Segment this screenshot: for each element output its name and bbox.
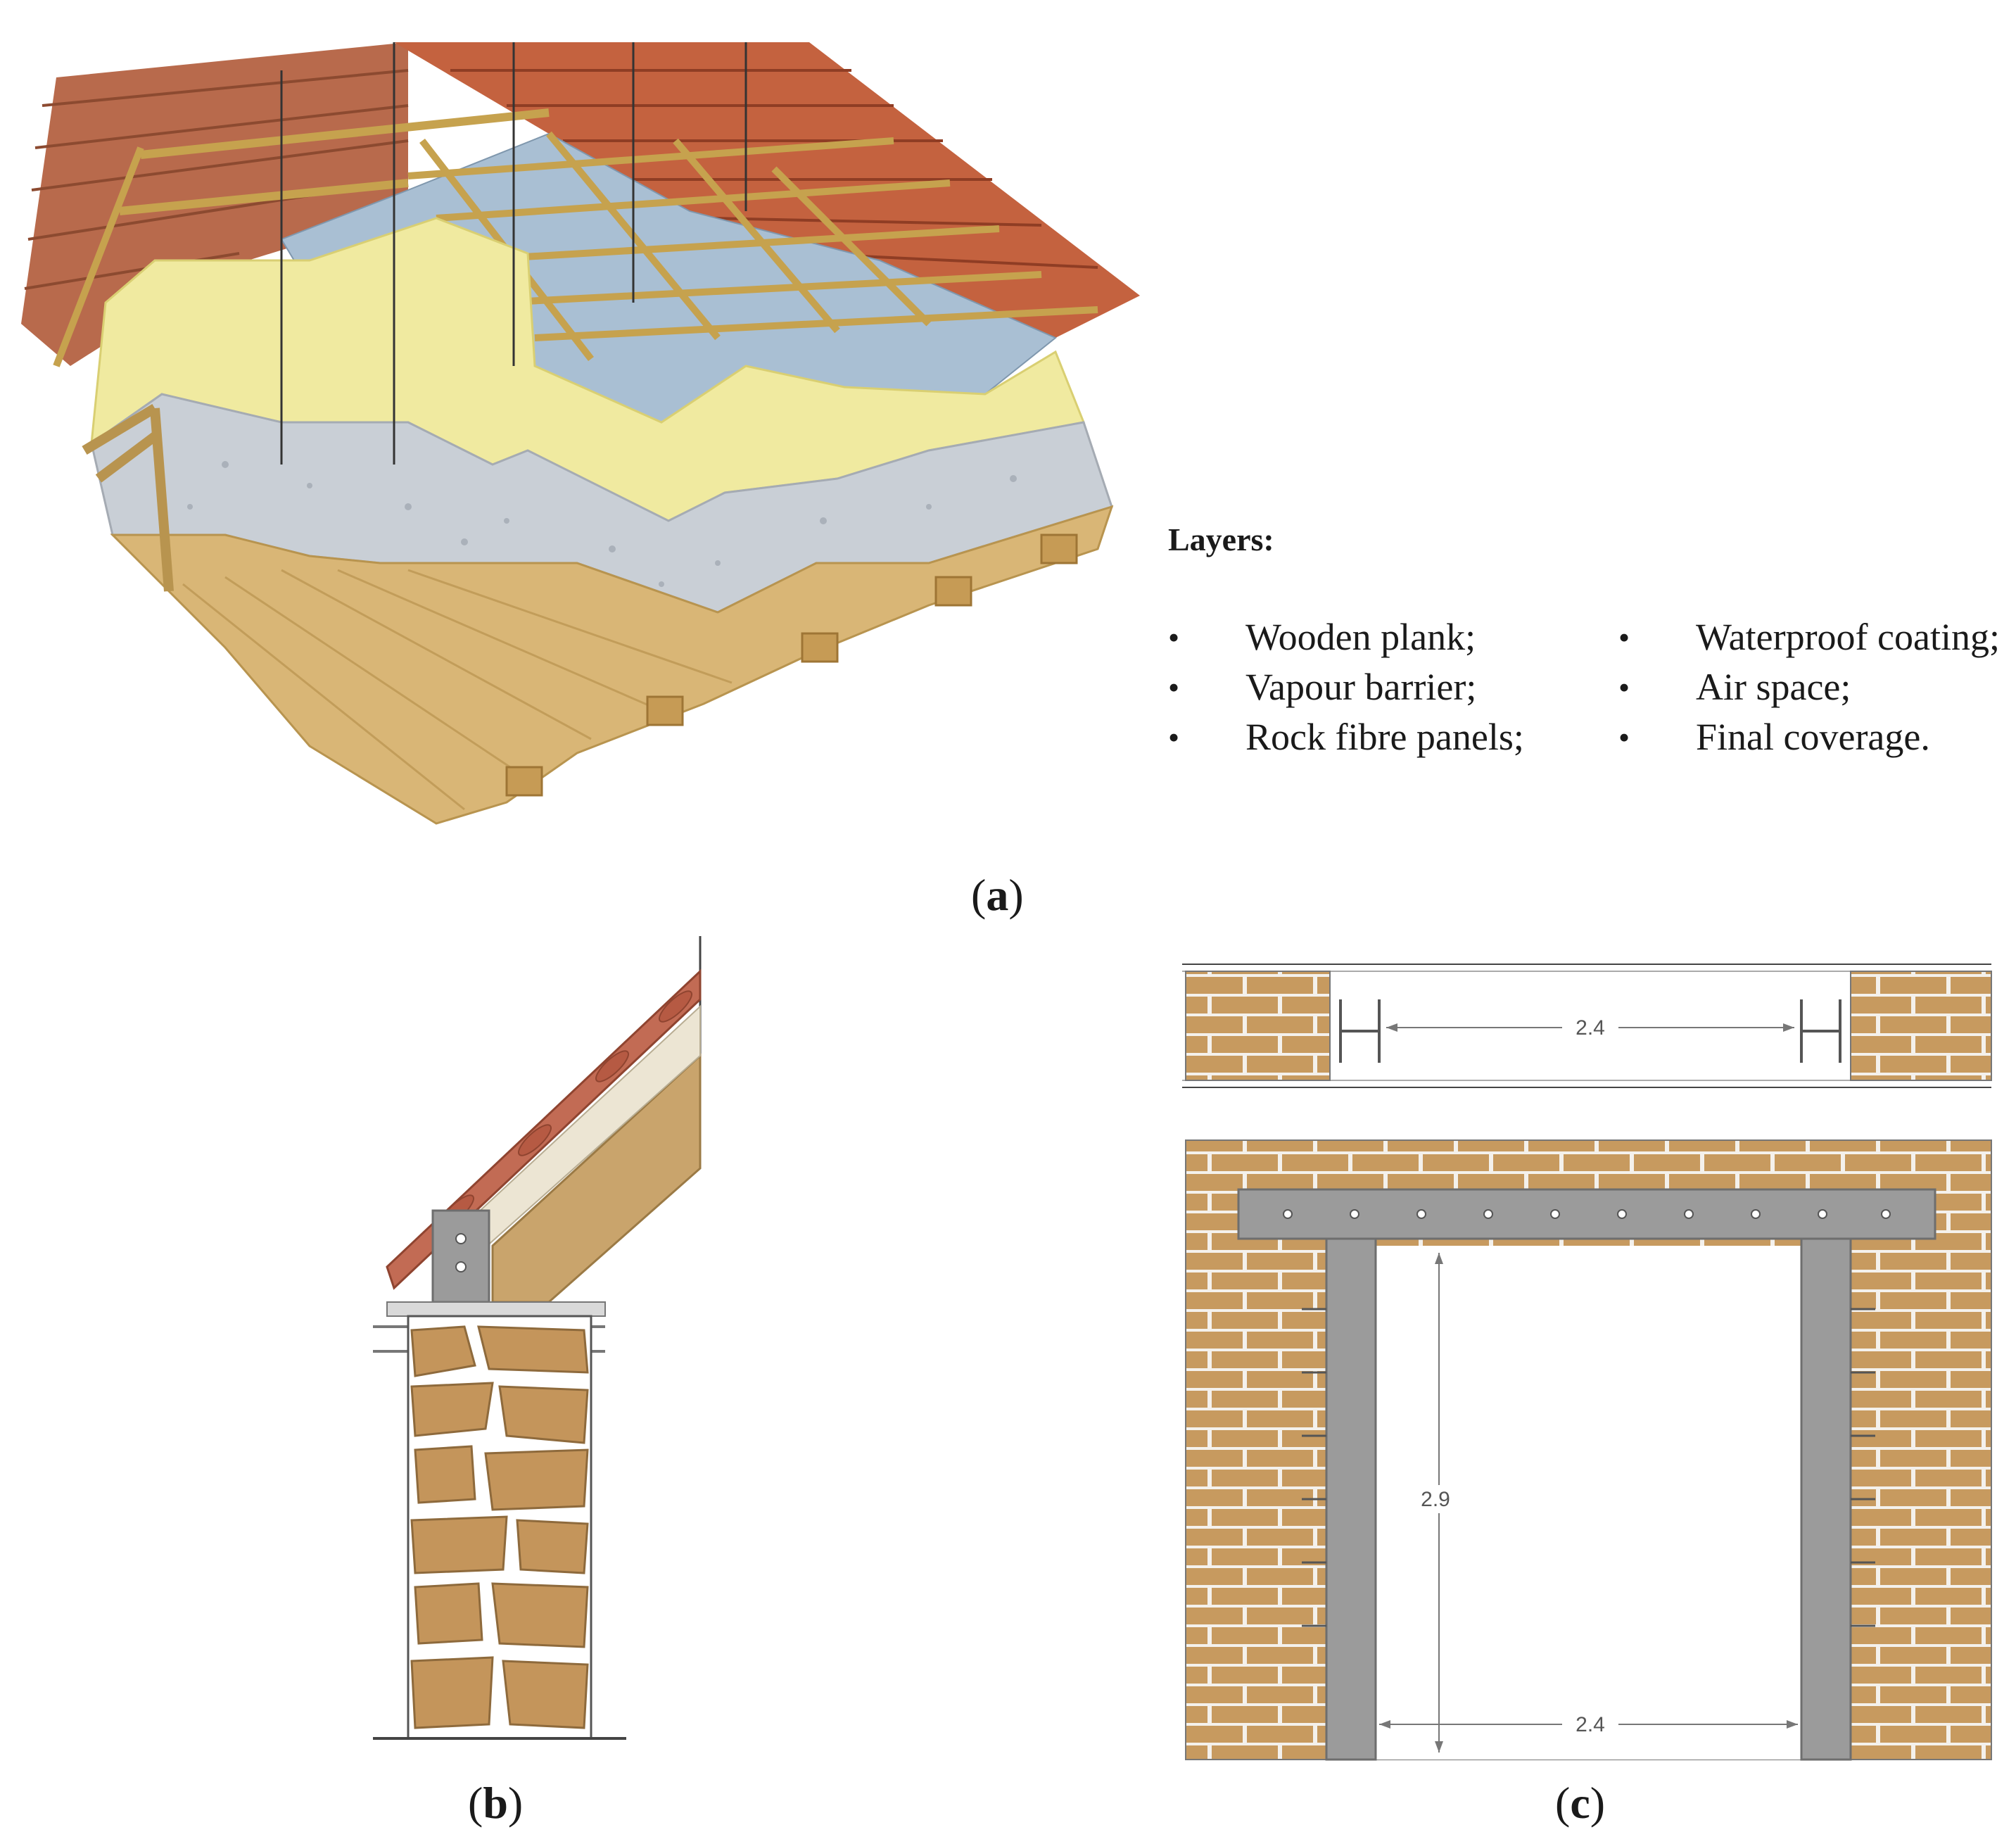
opening-frame-drawings: 2.4 2.9 2.4 xyxy=(1175,936,1998,1767)
roof-layers-illustration xyxy=(14,28,1161,831)
plan-dimension-arrow-left xyxy=(1386,1023,1397,1032)
roof-wall-section xyxy=(352,936,746,1760)
height-dimension-arrow-bottom xyxy=(1435,1741,1443,1753)
callout-lines xyxy=(280,42,747,465)
plan-steel-sections xyxy=(1339,999,1841,1063)
caption-b: (b) xyxy=(468,1778,524,1828)
base-plate xyxy=(386,1301,606,1317)
span-dimension-label: 2.4 xyxy=(1576,1713,1605,1736)
caption-b-letter: b xyxy=(483,1778,508,1828)
steel-column-left xyxy=(1325,1237,1377,1761)
rock-fibre-texture xyxy=(187,461,1017,587)
column-anchors xyxy=(1302,1308,1875,1627)
caption-a: (a) xyxy=(971,870,1024,920)
plan-brick-left xyxy=(1185,971,1331,1081)
plan-dimension-label: 2.4 xyxy=(1576,1016,1605,1040)
legend-item: Waterproof coating; xyxy=(1618,612,2012,662)
bolt xyxy=(455,1233,467,1244)
legend-item: Rock fibre panels; xyxy=(1168,712,1583,762)
span-dimension-arrow-right xyxy=(1787,1720,1798,1729)
steel-lintel xyxy=(1237,1188,1936,1240)
height-dimension-arrow-top xyxy=(1435,1253,1443,1264)
legend-item: Wooden plank; xyxy=(1168,612,1583,662)
steel-column-right xyxy=(1800,1237,1852,1761)
wooden-plank-layer xyxy=(110,505,1114,825)
height-dimension-label-bg xyxy=(1418,1485,1460,1513)
roof-layers-drawing xyxy=(21,42,1140,825)
plan-dimension-label-bg xyxy=(1562,1013,1618,1042)
rafters-left xyxy=(119,108,550,215)
layers-legend: Layers: Wooden plank; Vapour barrier; Ro… xyxy=(1165,521,2009,845)
lintel-bolts xyxy=(1283,1209,1891,1219)
stone-blocks xyxy=(410,1325,589,1729)
roof-joists xyxy=(505,533,1078,797)
legend-column-2: Waterproof coating; Air space; Final cov… xyxy=(1618,612,2012,762)
plan-dimension-arrow-right xyxy=(1783,1023,1794,1032)
legend-title: Layers: xyxy=(1168,522,1274,557)
battens-grid xyxy=(53,131,1098,367)
span-dimension-label-bg xyxy=(1562,1710,1618,1738)
roof-tiles-right xyxy=(394,42,1140,338)
legend-item: Final coverage. xyxy=(1618,712,2012,762)
plan-brick-right xyxy=(1850,971,1992,1081)
plank-grain xyxy=(182,569,733,811)
span-dimension-arrow-left xyxy=(1379,1720,1390,1729)
legend-item: Vapour barrier; xyxy=(1168,662,1583,712)
caption-c-letter: c xyxy=(1570,1778,1590,1828)
caption-c: (c) xyxy=(1555,1778,1606,1828)
bolt xyxy=(455,1261,467,1273)
legend-item: Air space; xyxy=(1618,662,2012,712)
steel-post xyxy=(431,1209,490,1303)
opening-frame-svg: 2.4 2.9 2.4 xyxy=(1182,964,1992,1761)
caption-a-letter: a xyxy=(986,870,1009,920)
legend-column-1: Wooden plank; Vapour barrier; Rock fibre… xyxy=(1168,612,1583,762)
roof-wall-section-drawing xyxy=(373,936,702,1740)
gable-timber xyxy=(82,403,174,592)
height-dimension-label: 2.9 xyxy=(1421,1488,1450,1511)
